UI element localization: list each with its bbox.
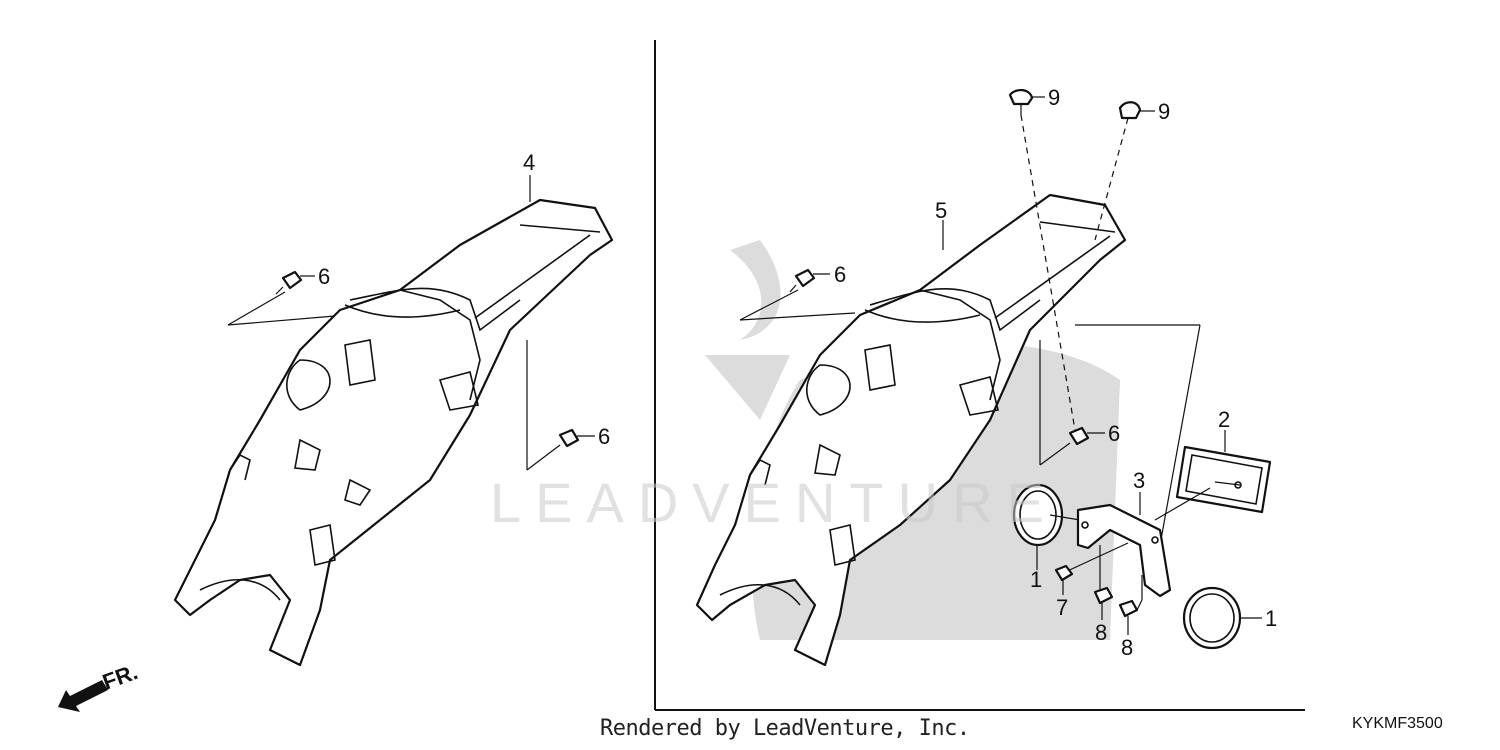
screw-a [1008,89,1076,431]
callout-nut-7: 7 [1056,595,1068,620]
callout-right-fender: 5 [935,198,947,223]
callout-nut-8a: 8 [1095,620,1107,645]
footer-credit: Rendered by LeadVenture, Inc. [600,716,970,741]
callout-screw-b: 9 [1158,99,1170,124]
nut-8a [1093,545,1114,620]
front-direction-arrow-icon [58,680,108,712]
bolt-left-top [227,270,336,326]
callout-screw-a: 9 [1048,85,1060,110]
callout-reflector: 2 [1218,407,1230,432]
callout-cap-right: 1 [1265,606,1277,631]
callout-right-bolt-top: 6 [834,262,846,287]
bolt-right-top [739,268,856,321]
rear-fender-right [695,193,1127,667]
callout-grommet-left: 1 [1030,567,1042,592]
callout-bracket: 3 [1133,468,1145,493]
callout-left-fender: 4 [523,150,535,175]
front-direction-label: FR. [99,659,141,695]
callout-right-bolt-lower: 6 [1108,421,1120,446]
license-bracket [1062,492,1172,598]
callout-nut-8b: 8 [1121,635,1133,660]
nut-7 [1054,564,1074,595]
callout-left-bolt-top: 6 [318,264,330,289]
nut-8b [1118,575,1143,635]
bolt-left-side [526,340,595,471]
screw-b [1094,101,1155,241]
diagram-code: KYKMF3500 [1352,715,1443,732]
rear-fender-left [173,198,614,667]
bolt-right-lower [1039,340,1105,466]
watermark-text: LEADVENTURE [490,471,1058,534]
callout-left-bolt-side: 6 [598,424,610,449]
reflector [1154,430,1272,521]
cap-right [1182,586,1262,650]
grommet-left [1012,483,1081,570]
